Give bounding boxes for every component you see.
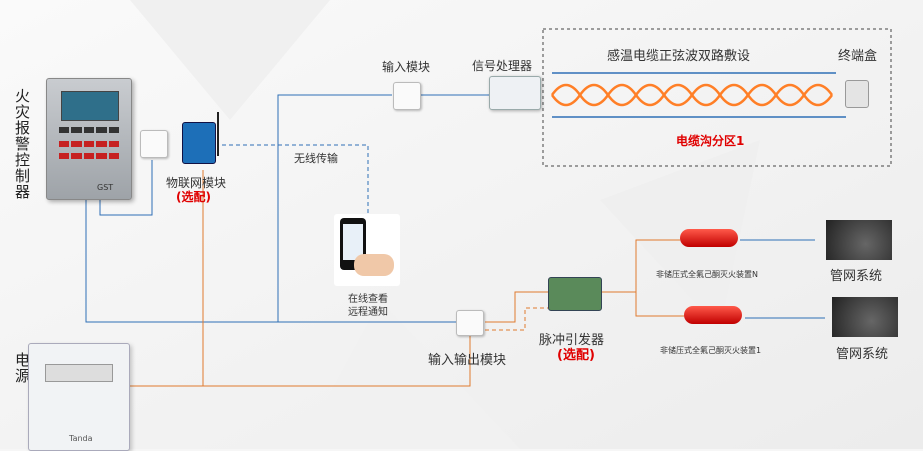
pipe-network-1-label: 管网系统 xyxy=(836,347,889,362)
terminal-box-device xyxy=(845,80,869,108)
phone-text-1: 在线查看 xyxy=(348,294,388,305)
controller-model: GST xyxy=(97,183,114,192)
io-module-device xyxy=(456,310,484,336)
psu-brand: Tanda xyxy=(69,434,93,443)
pipe-network-n-label: 管网系统 xyxy=(830,269,883,284)
pulse-trigger-device xyxy=(548,277,602,311)
extinguisher-n-label: 非储压式全氟己酮灭火装置N xyxy=(656,270,758,279)
psu-display xyxy=(45,364,113,382)
controller-screen xyxy=(61,91,119,121)
pulse-trigger-label: 脉冲引发器 xyxy=(539,333,605,348)
hand-shape xyxy=(354,254,394,276)
input-module-label: 输入模块 xyxy=(382,60,431,74)
pipe-network-n-photo xyxy=(826,220,892,260)
phone-text-2: 远程通知 xyxy=(348,307,388,318)
extinguisher-n-tank xyxy=(680,229,738,247)
controller-label: 火灾报警控制器 xyxy=(13,88,31,200)
wireless-label: 无线传输 xyxy=(294,152,338,165)
phone-icon xyxy=(340,218,366,270)
iot-module-label: 物联网模块 xyxy=(166,176,227,190)
pipe-network-1-photo xyxy=(832,297,898,337)
cable-title: 感温电缆正弦波双路敷设 xyxy=(607,49,751,64)
cable-zone-label: 电缆沟分区1 xyxy=(676,134,745,148)
module-near-controller xyxy=(140,130,168,158)
controller-leds xyxy=(59,141,120,147)
terminal-box-label: 终端盒 xyxy=(838,49,878,64)
extinguisher-1-label: 非储压式全氟己酮灭火装置1 xyxy=(660,346,762,355)
signal-processor-device xyxy=(489,76,541,110)
signal-processor-label: 信号处理器 xyxy=(472,59,533,73)
controller-leds-2 xyxy=(59,153,120,159)
pulse-optional-label: (选配) xyxy=(557,348,595,363)
io-module-label: 输入输出模块 xyxy=(428,353,507,368)
fire-alarm-controller: GST xyxy=(46,78,132,200)
extinguisher-1-tank xyxy=(684,306,742,324)
antenna-icon xyxy=(217,112,219,156)
fire-power-supply: Tanda xyxy=(28,343,130,451)
iot-optional-label: (选配) xyxy=(176,190,211,204)
iot-module-device xyxy=(182,122,216,164)
controller-keys xyxy=(59,127,120,133)
input-module-device xyxy=(393,82,421,110)
phone-image xyxy=(334,214,400,286)
